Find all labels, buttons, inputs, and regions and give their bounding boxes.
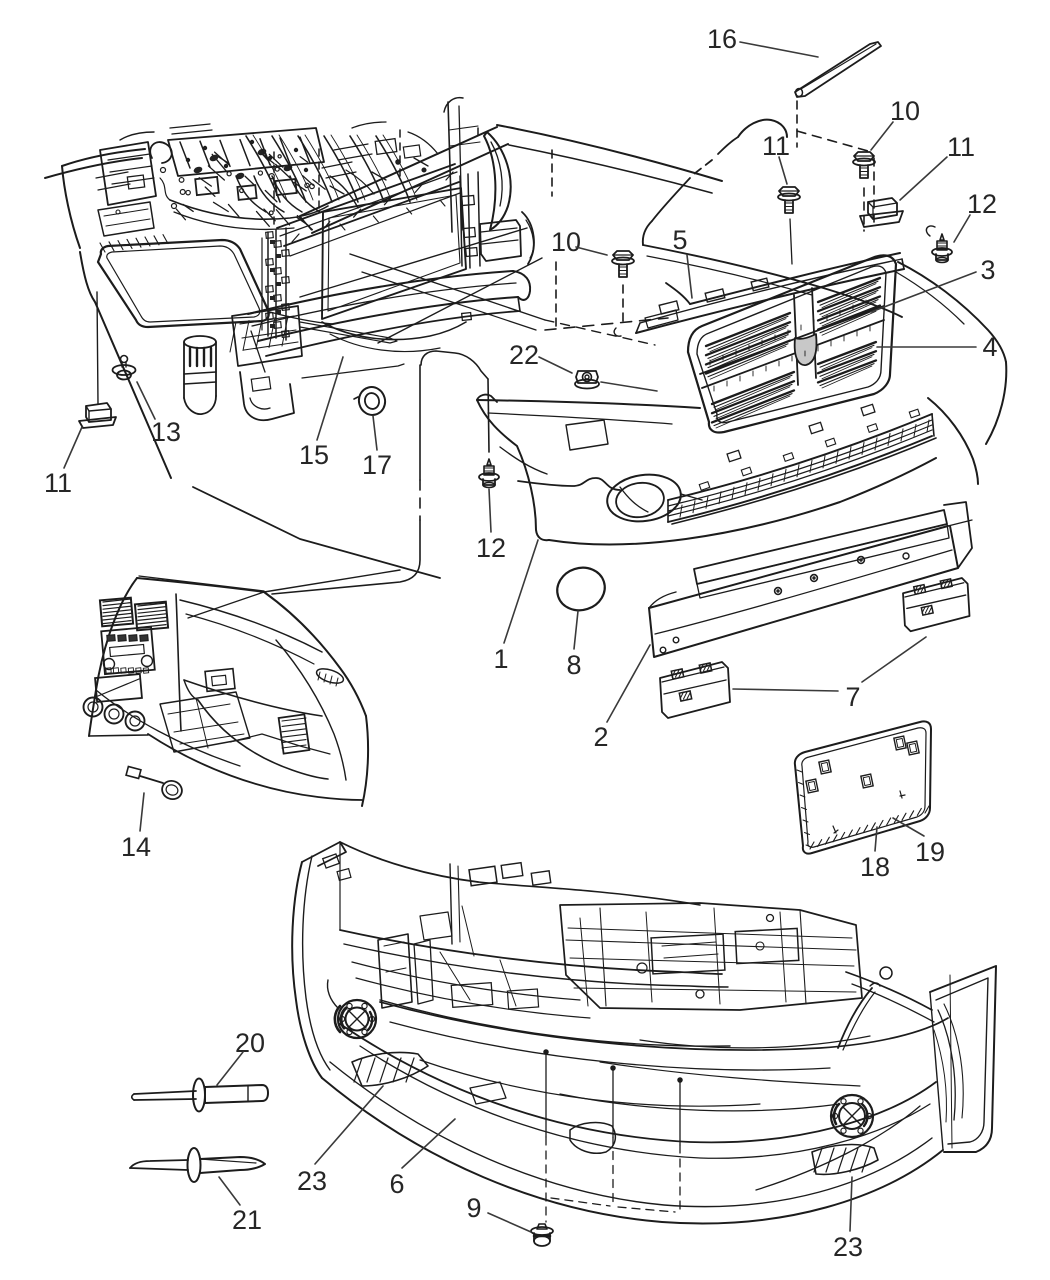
svg-text:5: 5 — [672, 225, 687, 255]
svg-text:11: 11 — [44, 468, 72, 498]
svg-text:10: 10 — [890, 96, 920, 126]
svg-text:20: 20 — [235, 1028, 265, 1058]
svg-text:10: 10 — [551, 227, 581, 257]
svg-text:7: 7 — [845, 682, 860, 712]
svg-text:3: 3 — [980, 255, 995, 285]
svg-text:18: 18 — [860, 852, 890, 882]
svg-text:2: 2 — [593, 722, 608, 752]
svg-text:8: 8 — [566, 650, 581, 680]
svg-text:9: 9 — [466, 1193, 481, 1223]
svg-text:13: 13 — [151, 417, 181, 447]
svg-text:19: 19 — [915, 837, 945, 867]
svg-text:12: 12 — [967, 189, 997, 219]
svg-text:11: 11 — [762, 131, 790, 161]
svg-text:1: 1 — [493, 644, 508, 674]
svg-text:23: 23 — [833, 1232, 863, 1262]
svg-text:23: 23 — [297, 1166, 327, 1196]
svg-text:16: 16 — [707, 24, 737, 54]
svg-text:14: 14 — [121, 832, 151, 862]
svg-text:15: 15 — [299, 440, 329, 470]
svg-text:6: 6 — [389, 1169, 404, 1199]
svg-text:17: 17 — [362, 450, 392, 480]
svg-text:4: 4 — [982, 332, 997, 362]
svg-text:12: 12 — [476, 533, 506, 563]
svg-text:11: 11 — [947, 132, 975, 162]
svg-text:21: 21 — [232, 1205, 262, 1235]
svg-text:22: 22 — [509, 340, 539, 370]
